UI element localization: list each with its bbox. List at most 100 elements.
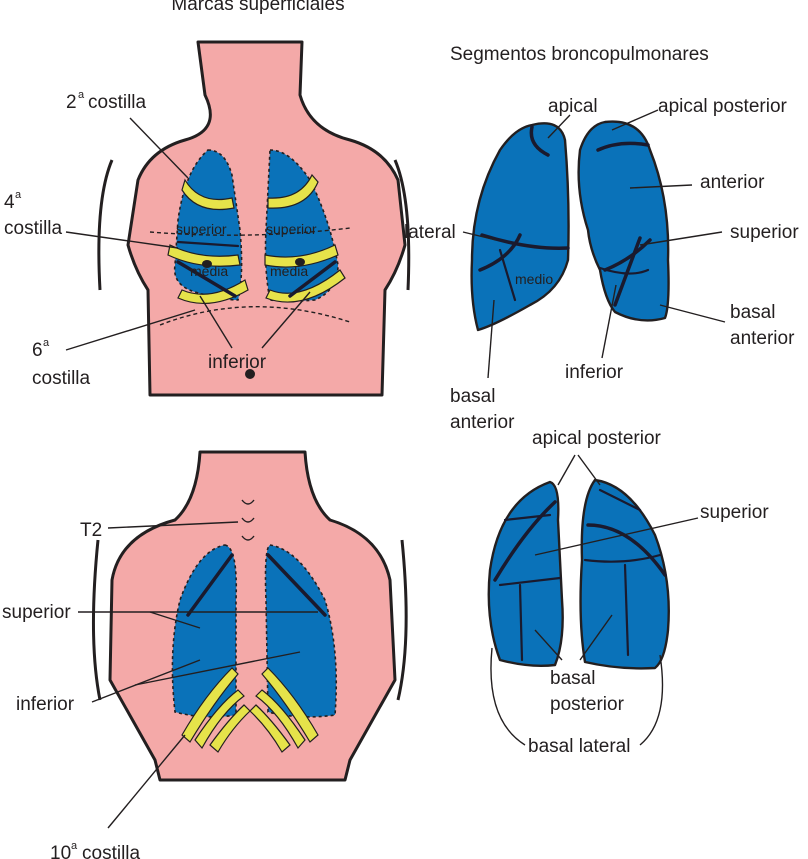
rib-4-right: [167, 244, 241, 267]
rib-2-right: [181, 178, 235, 211]
label-basal-left-2: anterior: [450, 412, 515, 433]
back-right-lung: [264, 544, 338, 718]
vertebra-3: [241, 535, 255, 541]
label-rib2-sup: a: [78, 89, 85, 101]
pointer-inferior-back-1: [91, 659, 201, 703]
label-basal-right-2: anterior: [730, 328, 795, 349]
label-rib10-num: 10: [50, 843, 71, 859]
lateral-segment-line: [498, 248, 517, 302]
pointer-basal-lateral-right: [639, 654, 664, 746]
label-rib2: costilla: [88, 92, 147, 113]
pointer-basal-anterior-right: [659, 304, 726, 323]
lateral-left-lung: [577, 120, 670, 322]
label-apical-posterior-lateral: apical posterior: [658, 96, 788, 117]
label-rib2-num: 2: [66, 92, 77, 113]
lateral-horizontal-fissure: [480, 233, 570, 250]
label-rib6-num: 6: [32, 340, 43, 361]
rib-back-right-2: [255, 689, 306, 750]
lateral-left-basal-line: [598, 266, 650, 275]
pointer-rib6: [65, 309, 196, 351]
back-left-arm-line: [91, 539, 102, 701]
pointer-inferior-right: [199, 295, 233, 349]
back-torso: [78, 450, 408, 829]
lateral-apical-fissure: [529, 125, 550, 157]
pointer-superior-back-2: [149, 611, 201, 629]
label-inferior-lateral: inferior: [565, 362, 624, 383]
posterior-left-oblique: [493, 500, 557, 582]
front-left-nipple: [295, 258, 305, 266]
title-superficial: Marcas superficiales: [171, 0, 344, 15]
rib-back-left-1: [181, 667, 239, 743]
pointer-basal-posterior-left: [534, 629, 563, 661]
posterior-left-basal-line: [498, 576, 562, 587]
label-t2: T2: [80, 520, 102, 541]
posterior-left-apical-line: [503, 513, 552, 522]
label-rib6-sup: a: [43, 337, 50, 349]
label-rib4-sup: a: [15, 189, 22, 201]
posterior-right-vert-line: [623, 563, 630, 657]
label-superior-posterior: superior: [700, 502, 769, 523]
label-apical-posterior: apical posterior: [532, 428, 662, 449]
label-front-superior-right: superior: [176, 221, 227, 237]
posterior-left-vert-line: [518, 583, 524, 662]
label-inferior-back: inferior: [16, 694, 75, 715]
label-basal-lateral: basal lateral: [528, 736, 630, 757]
pointer-inferior-lateral: [601, 284, 617, 359]
label-front-inferior: inferior: [208, 352, 267, 373]
front-left-oblique-fissure: [288, 260, 337, 298]
front-right-oblique-fissure: [176, 260, 237, 298]
label-front-superior-left: superior: [266, 221, 317, 237]
label-basal-left-1: basal: [450, 386, 495, 407]
lateral-left-oblique: [613, 236, 642, 307]
pointer-t2: [107, 521, 239, 529]
pointer-lateral: [462, 231, 497, 241]
front-torso: [65, 40, 411, 397]
label-front-media-left: media: [270, 263, 308, 279]
pointer-apical-post-right: [577, 454, 601, 486]
pointer-rib2: [129, 117, 189, 179]
pointer-apical-posterior: [611, 109, 659, 131]
rib-4-left: [264, 244, 339, 268]
pointer-inferior-back-2: [134, 651, 301, 686]
posterior-right-apical-line: [598, 488, 642, 512]
front-navel: [245, 369, 255, 379]
pointer-apical: [547, 114, 571, 139]
front-right-arm-line: [393, 159, 411, 291]
label-apical: apical: [548, 96, 598, 117]
front-horizontal-fissure: [176, 240, 240, 248]
pointer-rib4: [65, 231, 179, 249]
label-rib4: costilla: [4, 218, 63, 239]
lateral-left-upper-fissure: [596, 141, 650, 152]
vertebra-1: [241, 499, 255, 505]
label-rib4-num: 4: [4, 192, 15, 213]
label-medio: medio: [515, 271, 553, 287]
pointer-basal-lateral-left: [490, 647, 526, 746]
lateral-segments: [462, 109, 726, 379]
rib-back-right-1: [261, 667, 319, 743]
lateral-right-lung: [470, 122, 570, 332]
back-left-fissure: [186, 553, 234, 617]
label-rib10: costilla: [82, 843, 141, 859]
lateral-left-mid-fissure: [603, 238, 652, 272]
back-right-arm-line: [396, 539, 408, 701]
pointer-basal-posterior-right: [579, 614, 613, 661]
front-rib6-dash: [159, 306, 351, 326]
front-left-arm-line: [97, 159, 114, 291]
label-superior-lateral: superior: [730, 222, 799, 243]
pointer-superior-lateral: [639, 231, 723, 246]
label-anterior: anterior: [700, 172, 765, 193]
posterior-left-lung: [487, 480, 564, 668]
rib-back-right-3: [249, 704, 291, 753]
rib-2-left: [267, 173, 319, 209]
label-rib10-sup: a: [71, 840, 78, 852]
lateral-oblique-1: [478, 233, 522, 272]
label-basal-posterior-2: posterior: [550, 694, 625, 715]
pointer-rib10: [107, 734, 186, 829]
rib-6-right: [177, 279, 249, 304]
front-right-nipple: [202, 260, 212, 268]
label-basal-right-1: basal: [730, 302, 775, 323]
label-basal-posterior-1: basal: [550, 668, 595, 689]
rib-back-left-2: [194, 689, 245, 750]
